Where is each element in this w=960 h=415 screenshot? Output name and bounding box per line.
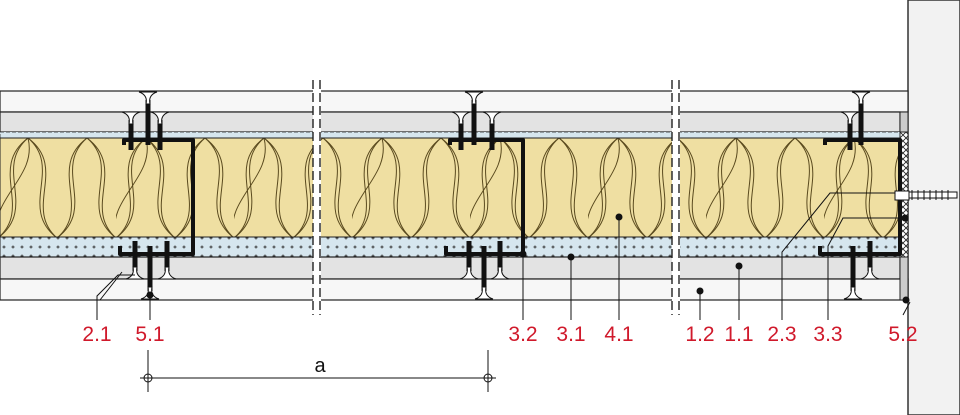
screw-icon xyxy=(150,111,170,150)
layer-dotted-strip-top xyxy=(0,131,901,139)
label-2-3: 2.3 xyxy=(767,323,796,346)
screw-icon xyxy=(157,241,177,280)
label-5-2: 5.2 xyxy=(888,323,917,346)
screw-icon xyxy=(843,246,863,300)
c-stud-3-2 xyxy=(444,138,525,256)
label-4-1: 4.1 xyxy=(604,323,633,346)
label-3-1: 3.1 xyxy=(556,323,585,346)
label-3-2: 3.2 xyxy=(508,323,537,346)
screw-icon xyxy=(121,111,141,150)
insulation-4-1 xyxy=(0,137,901,238)
break-line-1 xyxy=(312,80,321,315)
screw-icon xyxy=(474,246,494,300)
label-3-3: 3.3 xyxy=(813,323,842,346)
masonry-wall xyxy=(907,0,960,415)
dimension-label-a: a xyxy=(314,355,326,377)
screw-icon xyxy=(490,241,510,280)
label-2-1: 2.1 xyxy=(82,323,111,346)
label-1-1: 1.1 xyxy=(724,323,753,346)
screw-icon xyxy=(125,241,145,280)
screw-icon xyxy=(851,91,871,145)
layer-outer-board-1-2 xyxy=(0,278,909,301)
label-1-2: 1.2 xyxy=(685,323,714,346)
dimension-line-a xyxy=(140,350,496,392)
screw-icon xyxy=(482,111,502,150)
label-5-1: 5.1 xyxy=(135,323,164,346)
leader-lines xyxy=(96,192,911,320)
screw-icon xyxy=(451,111,471,150)
screw-icon xyxy=(459,241,479,280)
screw-icon xyxy=(138,91,158,145)
anchor-dowel-2-3 xyxy=(894,190,958,201)
screw-icon xyxy=(464,91,484,145)
screws xyxy=(121,91,880,300)
screw-icon xyxy=(860,241,880,280)
screw-icon xyxy=(840,111,860,150)
leader-dots xyxy=(146,213,910,304)
c-stud-1 xyxy=(118,138,195,256)
break-line-2 xyxy=(671,80,680,315)
layer-outer-board-top xyxy=(0,90,909,113)
